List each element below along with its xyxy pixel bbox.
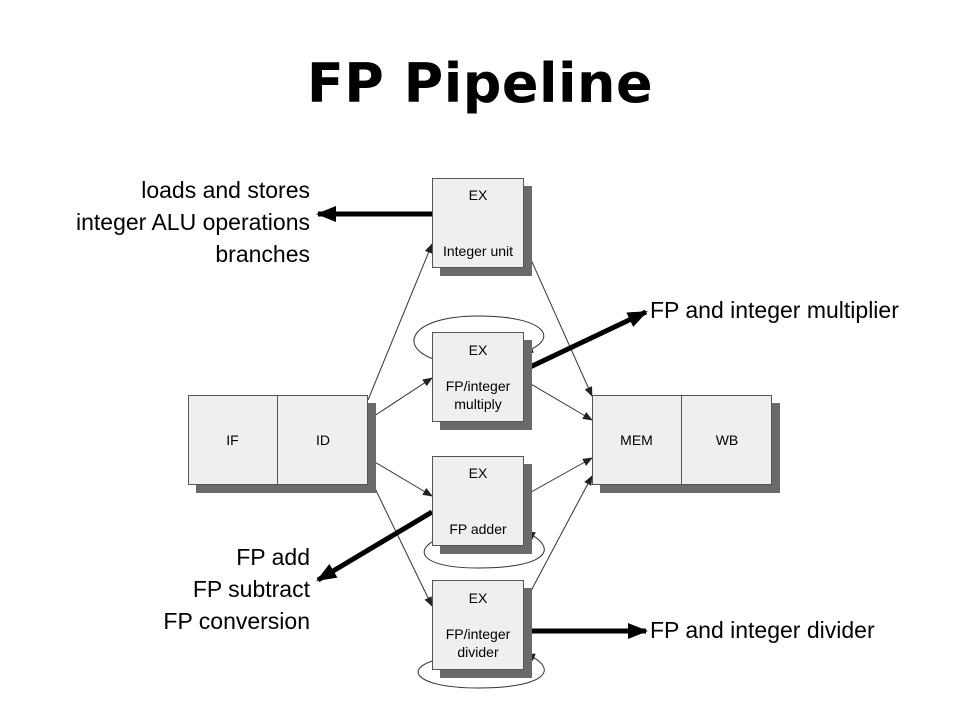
connector-integer-to-mem <box>523 243 593 397</box>
loop-multiply <box>413 315 545 363</box>
ex-fp-divider-unit <box>432 580 524 670</box>
ex-integer-ex-label: EX <box>468 187 488 203</box>
connector-id-to-adder <box>367 457 433 497</box>
connector-adder-to-mem <box>523 457 593 497</box>
annotation-adder-line: FP conversion <box>163 608 310 634</box>
annotation-adder-line: FP add <box>236 544 310 570</box>
page-title: FP Pipeline <box>306 52 654 115</box>
ex-fp-adder-unit <box>432 456 524 546</box>
ex-multiply-label-line2: multiply <box>454 396 502 412</box>
connector-multiply-to-mem <box>523 379 593 421</box>
arrow-multiplier-annotation <box>526 309 648 371</box>
connector-id-to-multiply <box>367 377 433 421</box>
mem-wb-divider <box>681 395 682 485</box>
stage-id-label: ID <box>316 432 330 448</box>
loop-divider <box>417 653 545 689</box>
mem-wb-block <box>592 395 772 485</box>
annotation-integer-unit: loads and stores integer ALU operations … <box>76 174 310 270</box>
connector-id-to-integer <box>367 243 433 401</box>
annotation-integer-line: integer ALU operations <box>76 209 310 235</box>
annotation-divider: FP and integer divider <box>650 617 875 643</box>
if-id-block <box>188 395 368 485</box>
ex-divider-label-line1: FP/integer <box>445 626 511 642</box>
stage-mem-label: MEM <box>620 432 653 448</box>
annotation-integer-line: branches <box>215 241 310 267</box>
ex-divider-label-line2: divider <box>457 644 499 660</box>
ex-fp-multiply-unit <box>432 332 524 422</box>
loop-adder <box>423 531 545 569</box>
connector-id-to-divider <box>367 473 433 607</box>
ex-adder-ex-label: EX <box>468 465 488 481</box>
connector-divider-to-mem <box>523 475 593 605</box>
annotation-adder-line: FP subtract <box>192 576 310 602</box>
if-id-divider <box>277 395 278 485</box>
ex-divider-ex-label: EX <box>468 590 488 606</box>
annotation-multiplier: FP and integer multiplier <box>650 297 899 323</box>
ex-integer-unit <box>432 178 524 268</box>
ex-multiply-label-line1: FP/integer <box>445 378 511 394</box>
annotation-fp-adder: FP add FP subtract FP conversion <box>163 541 310 637</box>
ex-integer-unit-label: Integer unit <box>442 243 514 259</box>
annotation-integer-line: loads and stores <box>141 177 310 203</box>
stage-wb-label: WB <box>715 432 739 448</box>
stage-if-label: IF <box>226 432 239 448</box>
ex-adder-label: FP adder <box>449 521 507 537</box>
arrow-adder-annotation <box>316 509 434 583</box>
ex-multiply-ex-label: EX <box>468 342 488 358</box>
